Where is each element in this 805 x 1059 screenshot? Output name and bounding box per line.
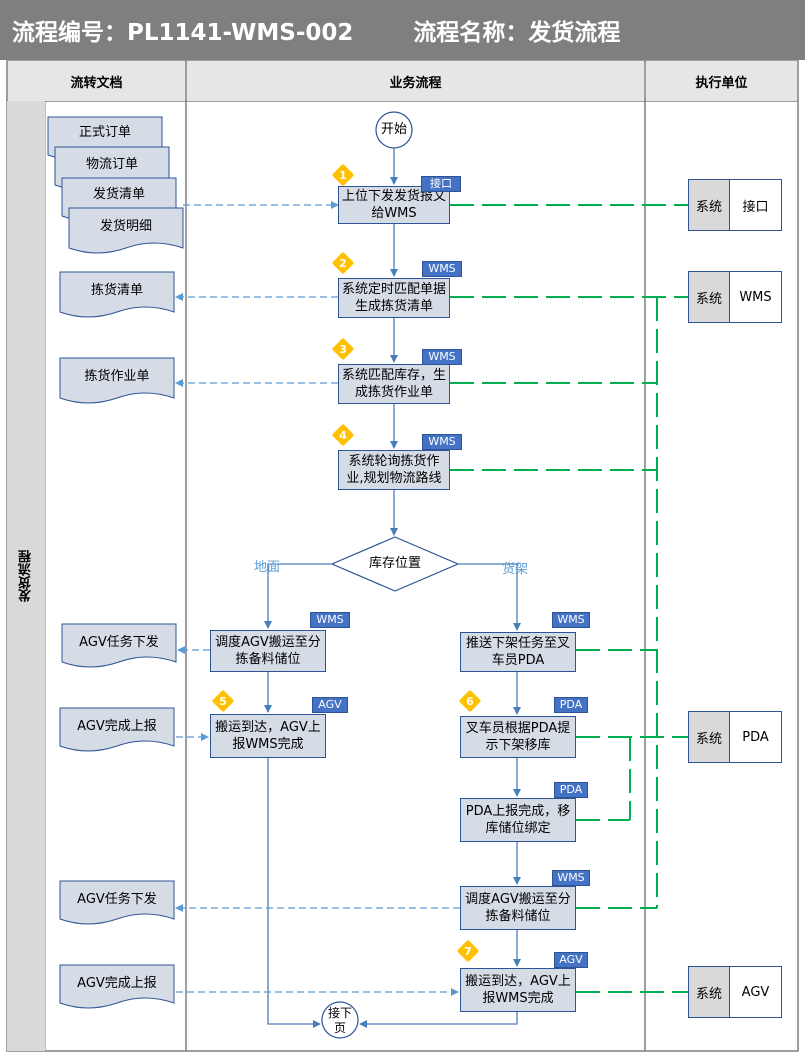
step-3-badge: 3 — [333, 339, 353, 359]
step-1-box: 上位下发发货报文给WMS — [338, 186, 450, 224]
step-6b-box: 叉车员根据PDA提示下架移库 — [460, 716, 576, 758]
doc-label-formal-order: 正式订单 — [78, 125, 131, 140]
step-6a-box: 推送下架任务至叉车员PDA — [460, 632, 576, 672]
step-1-badge: 1 — [333, 165, 353, 185]
executor-interface-left: 系统 — [689, 180, 730, 230]
step-4-tag: WMS — [422, 434, 462, 450]
step-6d-box: 调度AGV搬运至分拣备料储位 — [460, 886, 576, 930]
executor-agv: 系统 AGV — [688, 966, 782, 1018]
doc-label-shipping-detail: 发货明细 — [99, 219, 152, 234]
doc-label-shipping-list: 发货清单 — [92, 187, 145, 202]
step-4-box: 系统轮询拣货作业,规划物流路线 — [338, 450, 450, 490]
step-4-badge: 4 — [333, 425, 353, 445]
page-header: 流程编号：PL1141-WMS-002 流程名称：发货流程 — [0, 0, 805, 60]
column-header-exec: 执行单位 — [646, 61, 797, 101]
step-1-tag: 接口 — [421, 176, 461, 192]
doc-agv-task-1 — [61, 623, 177, 668]
column-header-flow: 业务流程 — [187, 61, 644, 101]
step-5a-tag: WMS — [310, 612, 350, 628]
end-label: 接下页 — [327, 1006, 352, 1035]
executor-pda-right: PDA — [742, 729, 769, 745]
document-stack — [47, 116, 184, 254]
start-label: 开始 — [380, 122, 407, 137]
step-5b-box: 搬运到达，AGV上报WMS完成 — [210, 714, 326, 758]
step-6c-tag: PDA — [554, 782, 588, 798]
doc-label-agv-done-2: AGV完成上报 — [77, 976, 157, 991]
step-7-box: 搬运到达，AGV上报WMS完成 — [460, 968, 576, 1012]
doc-label-agv-task-1: AGV任务下发 — [79, 635, 159, 650]
executor-pda-left: 系统 — [689, 712, 730, 762]
step-6b-tag: PDA — [554, 697, 588, 713]
decision-diamond — [330, 536, 460, 592]
step-6c-box: PDA上报完成，移库储位绑定 — [460, 798, 576, 842]
end-node — [321, 1001, 359, 1039]
doc-agv-task-2 — [59, 880, 175, 925]
doc-label-pick-job: 拣货作业单 — [84, 369, 150, 384]
doc-label-pick-list: 拣货清单 — [90, 283, 143, 298]
doc-label-logistics-order: 物流订单 — [85, 157, 138, 172]
step-6b-badge: 6 — [460, 691, 480, 711]
step-2-box: 系统定时匹配单据生成拣货清单 — [338, 278, 450, 318]
decision-label: 库存位置 — [368, 556, 421, 571]
step-6a-tag: WMS — [552, 612, 590, 628]
process-number: 流程编号：PL1141-WMS-002 — [12, 20, 354, 46]
executor-wms-right: WMS — [739, 289, 772, 305]
executor-wms: 系统 WMS — [688, 271, 782, 323]
executor-pda: 系统 PDA — [688, 711, 782, 763]
step-2-tag: WMS — [422, 261, 462, 277]
doc-label-agv-task-2: AGV任务下发 — [77, 892, 157, 907]
column-header-docs: 流转文档 — [8, 61, 185, 101]
branch-label-ground: 地面 — [254, 560, 281, 575]
step-3-box: 系统匹配库存，生成拣货作业单 — [338, 364, 450, 404]
swimlane-label-text: 发货流程 — [18, 550, 34, 602]
swimlane-label: 发货流程 — [7, 101, 45, 1051]
step-3-tag: WMS — [422, 349, 462, 365]
process-name: 流程名称：发货流程 — [413, 20, 621, 46]
doc-label-agv-done-1: AGV完成上报 — [77, 719, 157, 734]
executor-agv-right: AGV — [741, 984, 770, 1000]
doc-agv-done-1 — [59, 707, 175, 752]
executor-wms-left: 系统 — [689, 272, 730, 322]
step-7-tag: AGV — [554, 952, 588, 968]
step-7-badge: 7 — [458, 941, 478, 961]
step-5b-tag: AGV — [312, 697, 348, 713]
step-2-badge: 2 — [333, 253, 353, 273]
executor-interface-right: 接口 — [742, 199, 769, 215]
executor-interface: 系统 接口 — [688, 179, 782, 231]
doc-pick-job — [59, 357, 175, 404]
step-5b-badge: 5 — [213, 691, 233, 711]
executor-agv-left: 系统 — [689, 967, 730, 1017]
step-6d-tag: WMS — [552, 870, 590, 886]
doc-agv-done-2 — [59, 964, 175, 1009]
step-5a-box: 调度AGV搬运至分拣备料储位 — [210, 630, 326, 672]
branch-label-shelf: 货架 — [502, 562, 529, 577]
doc-pick-list — [59, 271, 175, 318]
